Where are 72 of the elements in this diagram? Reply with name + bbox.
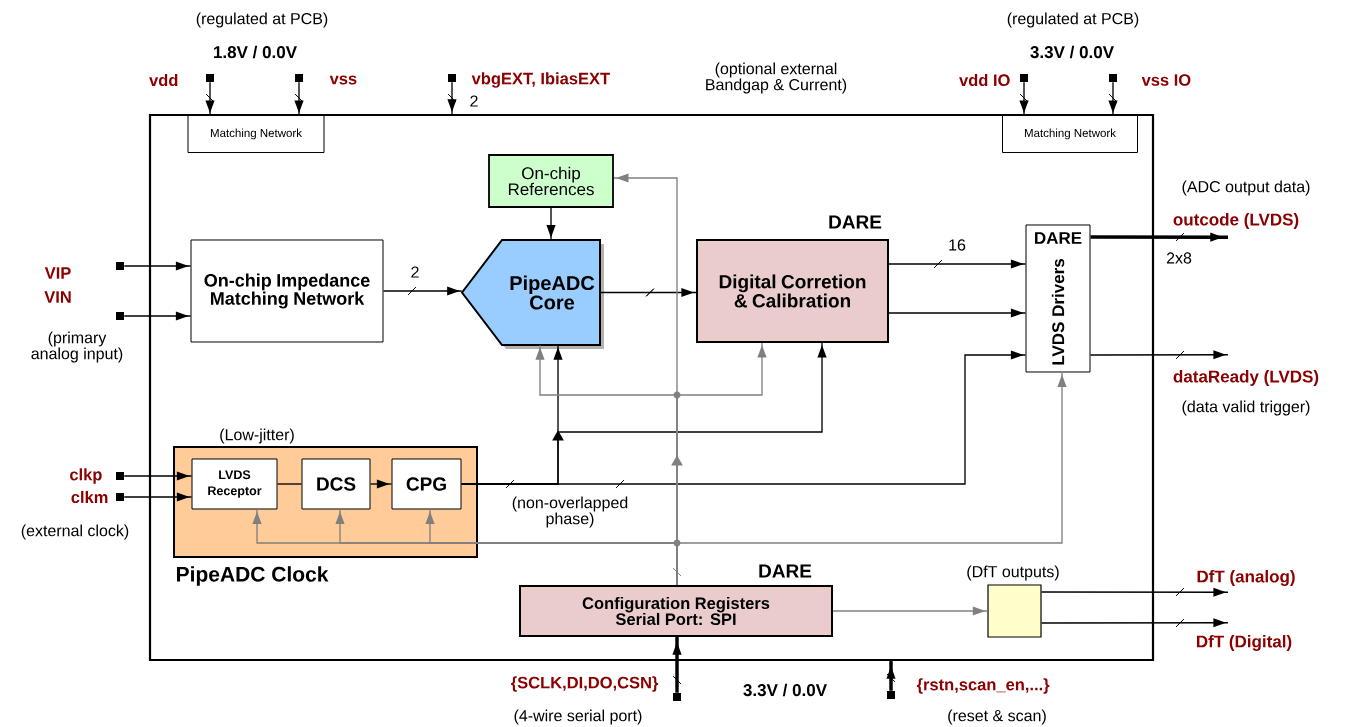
block-title: PipeADC Clock [177, 566, 329, 586]
connector-line [276, 483, 303, 485]
annotation-text: (4-wire serial port) [514, 709, 642, 725]
pin-name: {SCLK,DI,DO,CSN} [511, 676, 659, 692]
arrow [1040, 618, 1229, 628]
block-tag: DARE [759, 564, 812, 578]
signal-name: dataReady (LVDS) [1173, 370, 1319, 386]
arrow [1089, 350, 1229, 360]
arrow [676, 371, 1067, 586]
arrow [832, 606, 989, 616]
edge-label: 2x8 [1164, 251, 1194, 265]
arrow [599, 287, 697, 298]
edge-label: 2 [409, 265, 421, 279]
annotation-text: (external clock) [21, 524, 129, 540]
pin-name: vdd [149, 73, 178, 87]
receptor-box: LVDS Receptor [191, 458, 278, 510]
arrow [382, 286, 463, 296]
driver-box: DARE LVDS Drivers [1025, 224, 1091, 373]
annotation-text: (DfT outputs) [967, 565, 1059, 581]
annotation-text: (regulated at PCB) [196, 12, 328, 28]
block-tag: DARE [829, 215, 882, 229]
arrow [888, 259, 1027, 269]
annotation-text: (Low-jitter) [220, 428, 294, 444]
voltage-label: 1.8V / 0.0V [214, 45, 297, 59]
arrow [123, 261, 192, 271]
voltage-label: 3.3V / 0.0V [743, 683, 827, 697]
pin-name: vdd IO [959, 73, 1010, 87]
arrow [123, 492, 193, 502]
annotation-text: (data valid trigger) [1182, 400, 1310, 416]
arrow [546, 207, 556, 241]
arrow [447, 81, 457, 115]
arrow [123, 311, 192, 321]
annotation-text: (ADC output data) [1182, 180, 1310, 196]
pin-name: vbgEXT, IbiasEXT [471, 72, 610, 88]
signal-name: DfT (analog) [1197, 570, 1295, 586]
impedance-network-box: On-chip Impedance Matching Network [190, 239, 384, 343]
reference-box: On-chip References [488, 154, 614, 208]
annotation-text: (optional external Bandgap & Current) [706, 62, 847, 94]
arrow [1108, 81, 1118, 116]
pin-name: vss [329, 75, 357, 85]
edge-label: 2 [468, 94, 480, 108]
arrow [888, 308, 1027, 318]
voltage-label: 3.3V / 0.0V [1030, 45, 1114, 59]
arrow [205, 81, 215, 116]
annotation-text: (primary analog input) [31, 331, 123, 363]
annotation-text: (reset & scan) [948, 709, 1046, 725]
matching-network-box: Matching Network [1002, 115, 1138, 153]
arrow [460, 350, 1027, 489]
calibration-box: Digital Corretion & Calibration [696, 239, 889, 343]
cpg-box: CPG [391, 458, 462, 510]
signal-name: DfT (Digital) [1197, 635, 1292, 651]
arrow [672, 637, 682, 693]
dcs-box: DCS [301, 458, 371, 510]
annotation-text: (non-overlapped phase) [512, 496, 628, 528]
arrow [1040, 587, 1229, 597]
arrow [1090, 232, 1228, 242]
pin-name: VIP [44, 267, 71, 279]
arrow [1019, 81, 1029, 116]
register-box: Configuration Registers Serial Port: SPI [519, 585, 833, 637]
pin-name: clkm [71, 490, 108, 504]
arrow [123, 471, 193, 481]
pin-name: clkp [70, 468, 102, 484]
arrow [886, 661, 896, 691]
arrow [369, 479, 393, 489]
pin-name: vss IO [1141, 74, 1191, 86]
matching-network-box: Matching Network [187, 115, 325, 153]
pin-name: VIN [44, 291, 71, 303]
pin-name: {rstn,scan_en,...} [916, 678, 1050, 694]
annotation-text: (regulated at PCB) [1007, 12, 1139, 28]
signal-name: outcode (LVDS) [1173, 213, 1299, 229]
edge-label: 16 [946, 238, 968, 252]
arrow [294, 81, 304, 116]
